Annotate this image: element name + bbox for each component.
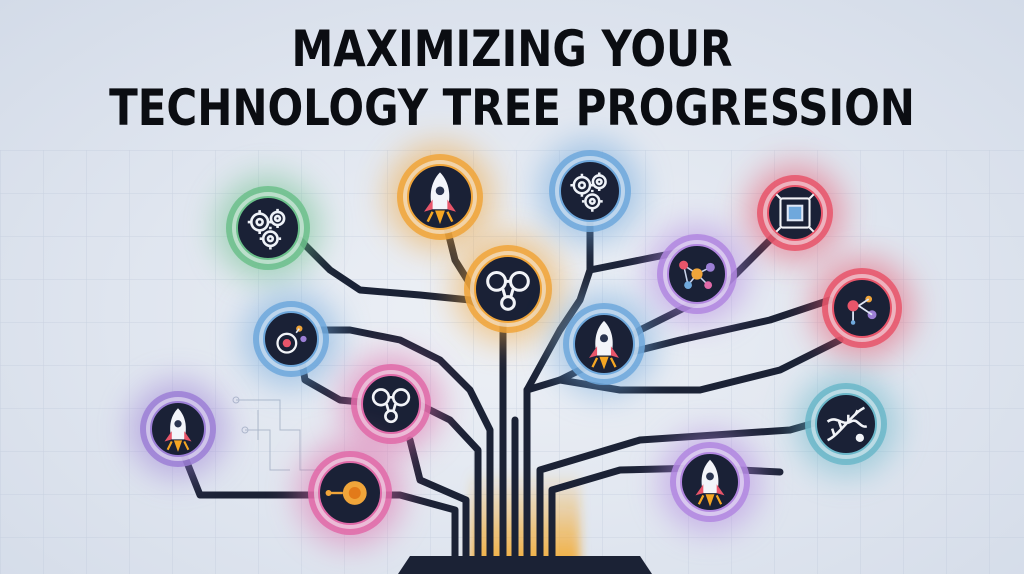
node-core [361,374,421,434]
branch [306,326,494,564]
node-molecule-yellow [454,235,562,343]
node-rocket-orange [387,144,493,250]
title-line-2: TECHNOLOGY TREE PROGRESSION [109,78,915,136]
node-core [236,196,300,260]
node-core [263,311,319,367]
node-gears-green [216,176,320,280]
node-gears-blue [539,140,641,242]
node-molecule-pink [341,354,441,454]
node-core [474,255,542,323]
trunk-base [398,556,652,574]
title-line-1: MAXIMIZING YOUR [292,19,733,77]
node-rocket-blue [553,293,655,395]
node-core [559,160,621,222]
node-eye-blue [243,291,339,387]
tech-nodes [130,140,912,545]
node-circuit-red [812,258,912,358]
node-dna-blue [795,373,897,475]
node-network-violet [647,224,747,324]
branch [406,436,470,564]
node-orb-pink [298,441,402,545]
node-rocket-violet [660,432,760,532]
node-rocket-purple [130,381,226,477]
node-chip-red [747,165,843,261]
